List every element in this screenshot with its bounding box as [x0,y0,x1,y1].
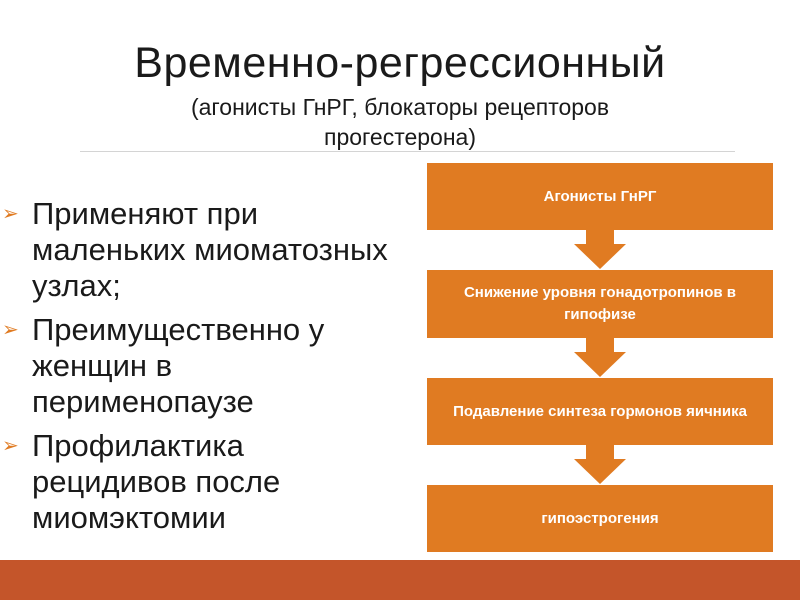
subtitle-line-1: (агонисты ГнРГ, блокаторы рецепторов [190,94,610,120]
subtitle-line-2: прогестерона) [323,124,476,150]
arrow-bullet-icon: ➢ [2,319,19,341]
flow-step-box: Снижение уровня гонадотропинов в гипофиз… [427,270,773,338]
down-arrow-icon [574,442,626,484]
down-arrow-icon [574,335,626,377]
arrow-bullet-icon: ➢ [2,203,19,225]
bullet-list: ➢ Применяют при маленьких миоматозных уз… [2,196,397,544]
bullet-item: ➢ Применяют при маленьких миоматозных уз… [2,196,397,304]
slide-title: Временно-регрессионный [134,39,666,87]
bullet-item: ➢ Преимущественно у женщин в перименопау… [2,312,397,420]
title-divider [80,151,735,152]
bullet-text: Преимущественно у женщин в перименопаузе [32,312,325,419]
down-arrow-icon [574,227,626,269]
slide-subtitle: (агонисты ГнРГ, блокаторы рецепторов про… [100,92,700,152]
bullet-item: ➢ Профилактика рецидивов после миомэктом… [2,428,397,536]
bullet-text: Применяют при маленьких миоматозных узла… [32,196,388,303]
flow-step-box: гипоэстрогения [427,485,773,552]
flow-step-box: Агонисты ГнРГ [427,163,773,230]
flow-step-box: Подавление синтеза гормонов яичника [427,378,773,445]
footer-bar [0,560,800,600]
arrow-bullet-icon: ➢ [2,435,19,457]
bullet-text: Профилактика рецидивов после миомэктомии [32,428,281,535]
